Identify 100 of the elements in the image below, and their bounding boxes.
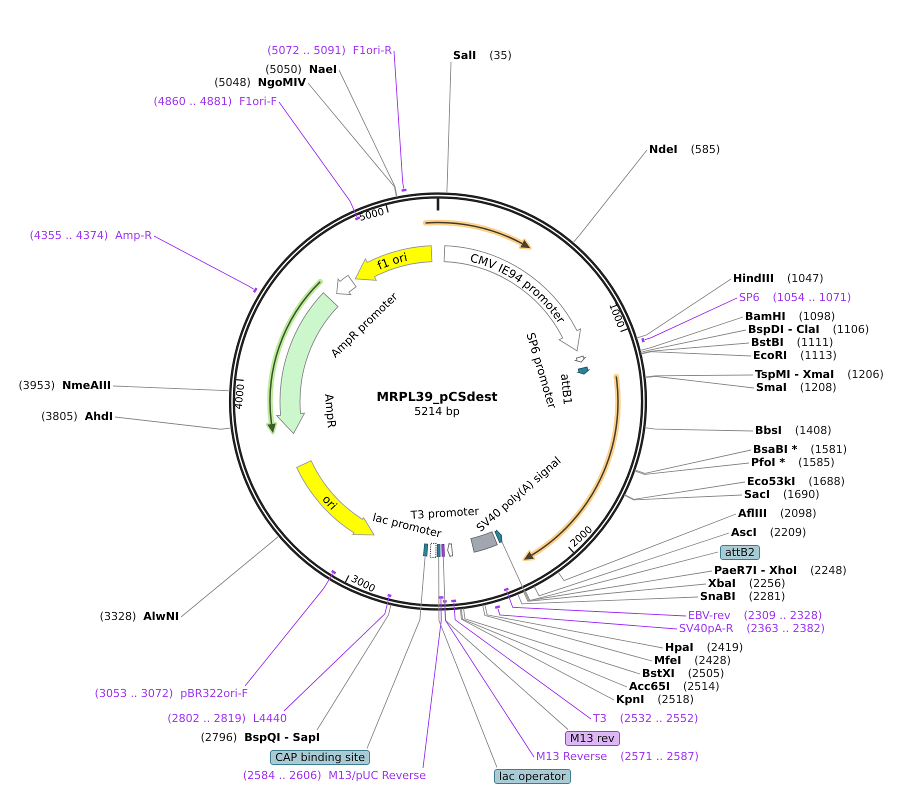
primer-name: SV40pA-R bbox=[679, 622, 734, 636]
enzyme-name: PaeR7I - XhoI bbox=[714, 564, 798, 578]
primer-position: (3053 .. 3072) bbox=[94, 687, 174, 701]
enzyme-name: BspQI - SapI bbox=[244, 731, 320, 745]
enzyme-name: SalI bbox=[453, 49, 476, 63]
primer-position: (2363 .. 2382) bbox=[746, 622, 825, 636]
leader-line bbox=[506, 590, 686, 616]
enzyme-name: NdeI bbox=[649, 143, 678, 157]
leader-line bbox=[338, 70, 398, 198]
feature-segment: f1 ori bbox=[354, 245, 432, 281]
cut-site-position: (2256) bbox=[748, 577, 786, 591]
orf-indicator bbox=[266, 278, 323, 434]
primer-name: L4440 bbox=[252, 712, 287, 726]
leader-line bbox=[534, 532, 730, 596]
cut-site-position: (3953) bbox=[18, 379, 56, 393]
cut-site-position: (2209) bbox=[770, 526, 806, 540]
cut-site-position: (3328) bbox=[100, 610, 136, 624]
primer-position: (2532 .. 2552) bbox=[620, 712, 698, 726]
leader-line bbox=[453, 602, 592, 720]
leader-line bbox=[558, 514, 736, 582]
enzyme-name: SnaBI bbox=[700, 590, 736, 604]
primer-position: (5072 .. 5091) bbox=[267, 44, 346, 58]
enzyme-name: BstBI bbox=[751, 336, 784, 350]
cut-site-position: (2428) bbox=[694, 654, 731, 668]
leader-line bbox=[308, 82, 398, 198]
primer-mark bbox=[387, 594, 392, 598]
primer-position: (1054 .. 1071) bbox=[772, 291, 852, 305]
cut-site-position: (1047) bbox=[786, 272, 824, 286]
leader-line bbox=[644, 298, 738, 340]
leader-line bbox=[444, 602, 534, 758]
enzyme-name: BbsI bbox=[755, 424, 782, 438]
leader-line bbox=[112, 386, 230, 392]
primer-mark bbox=[442, 600, 447, 603]
primer-mark bbox=[438, 596, 444, 599]
cut-site-position: (3805) bbox=[41, 410, 78, 424]
primer-mark bbox=[451, 599, 456, 602]
primer-mark bbox=[401, 188, 407, 192]
enzyme-name: EcoRI bbox=[753, 349, 788, 363]
enzyme-name: HindIII bbox=[733, 272, 774, 286]
cut-site-position: (1106) bbox=[832, 323, 870, 337]
feature-segment: ori bbox=[296, 460, 374, 536]
primer-position: (2309 .. 2328) bbox=[744, 609, 822, 623]
enzyme-name: AlwNI bbox=[143, 610, 179, 624]
feature-tag: lac operator bbox=[494, 768, 571, 784]
primer-mark bbox=[641, 338, 645, 342]
primer-mark bbox=[331, 570, 336, 574]
leader-line bbox=[644, 374, 754, 378]
enzyme-name: SmaI bbox=[756, 381, 787, 395]
enzyme-name: BstXI bbox=[642, 667, 675, 681]
leader-line bbox=[154, 236, 254, 290]
cut-site-position: (2098) bbox=[780, 507, 817, 521]
leader-line bbox=[460, 608, 614, 700]
feature-block bbox=[436, 544, 441, 557]
leader-line bbox=[366, 556, 426, 749]
feature-label: AmpR bbox=[322, 393, 339, 429]
feature-block bbox=[441, 544, 445, 557]
tick-label: 3000 bbox=[349, 574, 377, 596]
leader-line bbox=[624, 482, 746, 500]
leader-line bbox=[438, 556, 498, 768]
cut-site-position: (1111) bbox=[796, 336, 834, 350]
leader-line bbox=[640, 342, 750, 354]
enzyme-name: AscI bbox=[731, 526, 757, 540]
primer-position: (2802 .. 2819) bbox=[167, 712, 246, 726]
enzyme-name: Eco53kI bbox=[747, 475, 796, 489]
cut-site-position: (1581) bbox=[810, 443, 847, 457]
enzyme-name: XbaI bbox=[708, 577, 736, 591]
leader-line bbox=[278, 102, 358, 218]
enzyme-name: Acc65I bbox=[629, 680, 670, 694]
enzyme-name: BspDI - ClaI bbox=[748, 323, 820, 337]
leader-line bbox=[460, 608, 628, 688]
feature-tag: CAP binding site bbox=[270, 750, 370, 764]
primer-name: M13 Reverse bbox=[536, 750, 608, 764]
cut-site-position: (5050) bbox=[265, 63, 302, 77]
leader-line bbox=[498, 608, 678, 630]
cut-site-position: (1690) bbox=[782, 488, 820, 502]
leader-line bbox=[502, 542, 718, 602]
leader-line bbox=[446, 62, 452, 194]
plasmid-name: MRPL39_pCSdest bbox=[376, 389, 498, 404]
leader-line bbox=[484, 604, 664, 648]
cut-site-position: (585) bbox=[690, 143, 720, 157]
cut-site-position: (2281) bbox=[748, 590, 786, 604]
leader-line bbox=[644, 376, 754, 388]
tick-label: 5000 bbox=[358, 206, 386, 224]
cut-site-position: (1208) bbox=[800, 381, 836, 395]
primer-name: EBV-rev bbox=[688, 609, 731, 623]
primer-name: SP6 bbox=[739, 291, 760, 305]
enzyme-name: SacI bbox=[744, 488, 770, 502]
cut-site-position: (1098) bbox=[798, 310, 836, 324]
feature-tag: M13 rev bbox=[565, 730, 620, 746]
feature-label: T3 promoter bbox=[410, 504, 480, 522]
enzyme-name: PfoI * bbox=[751, 456, 786, 470]
leader-line bbox=[394, 50, 404, 189]
enzyme-name: HpaI bbox=[665, 641, 694, 655]
leader-line bbox=[640, 316, 744, 351]
enzyme-name: MfeI bbox=[654, 654, 682, 668]
tick-label: 1000 bbox=[606, 302, 626, 330]
primer-position: (2571 .. 2587) bbox=[620, 750, 699, 764]
primer-position: (2584 .. 2606) bbox=[242, 769, 322, 783]
leader-line bbox=[640, 330, 746, 353]
primer-name: F1ori-R bbox=[352, 44, 392, 58]
